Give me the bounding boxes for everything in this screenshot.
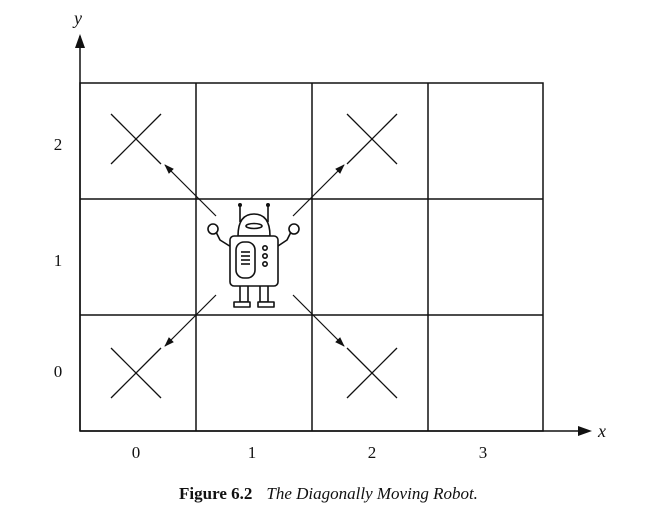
target-x-mark-0-0: [110, 347, 162, 399]
y-tick-1: 1: [54, 251, 63, 270]
target-x-mark-2-0: [346, 347, 398, 399]
target-x-mark-2-2: [346, 113, 398, 165]
y-tick-2: 2: [54, 135, 63, 154]
figure-number: Figure 6.2: [179, 484, 253, 503]
x-axis-arrowhead: [578, 426, 592, 436]
x-tick-1: 1: [248, 443, 257, 462]
y-axis-arrowhead: [75, 34, 85, 48]
x-tick-0: 0: [132, 443, 141, 462]
move-arrow-down-right: [292, 294, 345, 347]
figure-diagram: y x 0 1 2 3 2 1 0: [54, 8, 606, 462]
move-arrow-down-left: [164, 294, 217, 347]
figure-caption: Figure 6.2 The Diagonally Moving Robot.: [0, 484, 657, 504]
x-tick-3: 3: [479, 443, 488, 462]
move-arrow-up-right: [292, 164, 345, 217]
target-x-mark-0-2: [110, 113, 162, 165]
move-arrow-up-left: [164, 164, 217, 217]
grid: [79, 82, 544, 432]
x-axis-label: x: [597, 421, 606, 441]
y-axis-label: y: [72, 8, 82, 28]
figure-title: The Diagonally Moving Robot.: [266, 484, 478, 503]
y-tick-0: 0: [54, 362, 63, 381]
robot-icon: [207, 203, 300, 308]
x-tick-2: 2: [368, 443, 377, 462]
